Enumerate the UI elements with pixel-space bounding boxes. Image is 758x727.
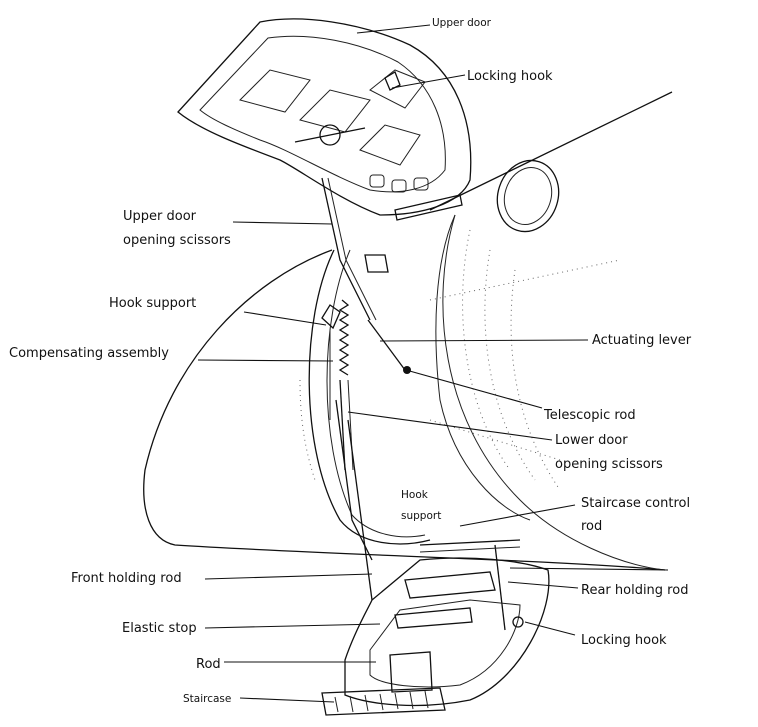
rear-holding-rod-part	[494, 544, 506, 631]
door-frame-outer	[308, 249, 431, 545]
label-rod: Rod	[196, 657, 221, 672]
label-hook-support-inner-line1: Hook	[401, 489, 428, 501]
staircase-bottom-grille	[321, 687, 446, 716]
fuselage-upper-line	[429, 91, 673, 211]
fuselage-body-curve	[442, 214, 666, 571]
lower-door-panel	[344, 557, 550, 707]
compensating-spring	[338, 299, 350, 376]
locking-hook-bottom-part	[512, 616, 524, 628]
upper-door-hinge	[394, 194, 463, 221]
telescopic-rod-part	[339, 379, 346, 471]
label-locking-hook-top: Locking hook	[467, 69, 553, 84]
door-frame-right	[435, 214, 531, 521]
label-telescopic-rod: Telescopic rod	[544, 408, 636, 423]
door-frame-inner	[326, 249, 426, 538]
label-elastic-stop: Elastic stop	[122, 621, 197, 636]
actuating-lever-arm	[367, 319, 406, 371]
lower-door-inner	[369, 599, 521, 688]
cabin-window	[496, 159, 560, 233]
label-rear-holding-rod: Rear holding rod	[581, 583, 689, 598]
hook-support-part	[321, 304, 341, 330]
grille-lines	[334, 690, 429, 713]
cabin-window-inner	[503, 167, 553, 225]
label-lower-scissors-line1: Lower door	[555, 433, 628, 448]
lower-scissors-rod	[335, 399, 373, 561]
label-upper-scissors-line2: opening scissors	[123, 233, 231, 248]
rivet-rows	[299, 229, 621, 491]
upper-door-handle	[319, 124, 341, 146]
label-hook-support-inner-line2: support	[401, 510, 442, 522]
upper-door-panels	[239, 69, 429, 193]
locking-hook-top-part	[384, 71, 401, 91]
label-locking-hook-bottom: Locking hook	[581, 633, 667, 648]
staircase-step-mid	[394, 607, 473, 629]
label-lower-scissors-line2: opening scissors	[555, 457, 663, 472]
upper-door-panel	[177, 18, 472, 216]
label-staircase: Staircase	[183, 693, 232, 705]
staircase-step-top	[404, 571, 496, 599]
label-staircase-control-line1: Staircase control	[581, 496, 691, 511]
staircase-control-rod-part	[419, 539, 521, 546]
leader-lines	[197, 24, 669, 703]
label-upper-scissors-line1: Upper door	[123, 209, 196, 224]
front-holding-rod-part	[347, 419, 373, 601]
label-front-holding-rod: Front holding rod	[71, 571, 182, 586]
label-upper-door: Upper door	[432, 17, 491, 29]
label-staircase-control-line2: rod	[581, 519, 603, 534]
upper-door-inner	[199, 35, 446, 193]
staircase-center-part	[389, 651, 433, 693]
label-actuating-lever: Actuating lever	[592, 333, 692, 348]
upper-scissors-bracket	[364, 254, 389, 273]
label-hook-support: Hook support	[109, 296, 197, 311]
label-compensating-assembly: Compensating assembly	[9, 346, 169, 361]
upper-scissors-rod	[321, 177, 371, 321]
